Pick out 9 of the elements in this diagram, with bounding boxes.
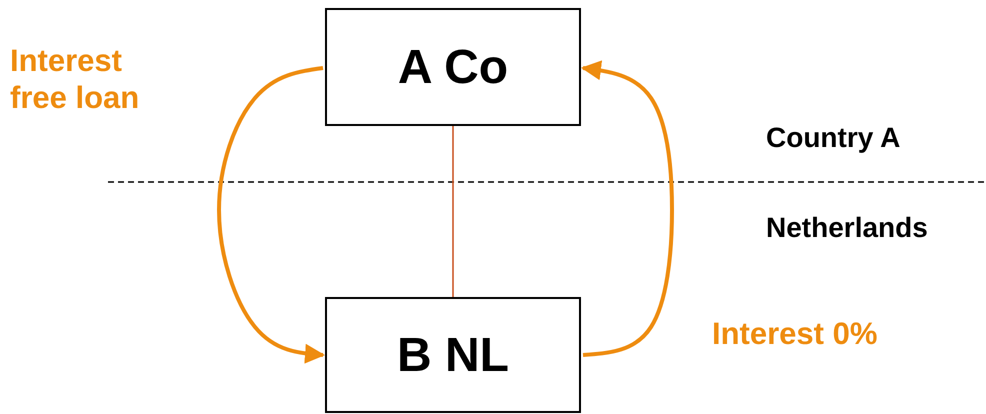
country-label: Country A: [766, 122, 900, 154]
curved-arrow: [217, 66, 325, 364]
entity-name: A Co: [398, 40, 508, 94]
country-label: Netherlands: [766, 212, 928, 244]
connector-line: [452, 126, 454, 297]
entity-box: [325, 297, 581, 413]
entity-box: [325, 8, 581, 126]
entity-name: B NL: [397, 328, 509, 382]
curved-arrow: [581, 60, 674, 357]
